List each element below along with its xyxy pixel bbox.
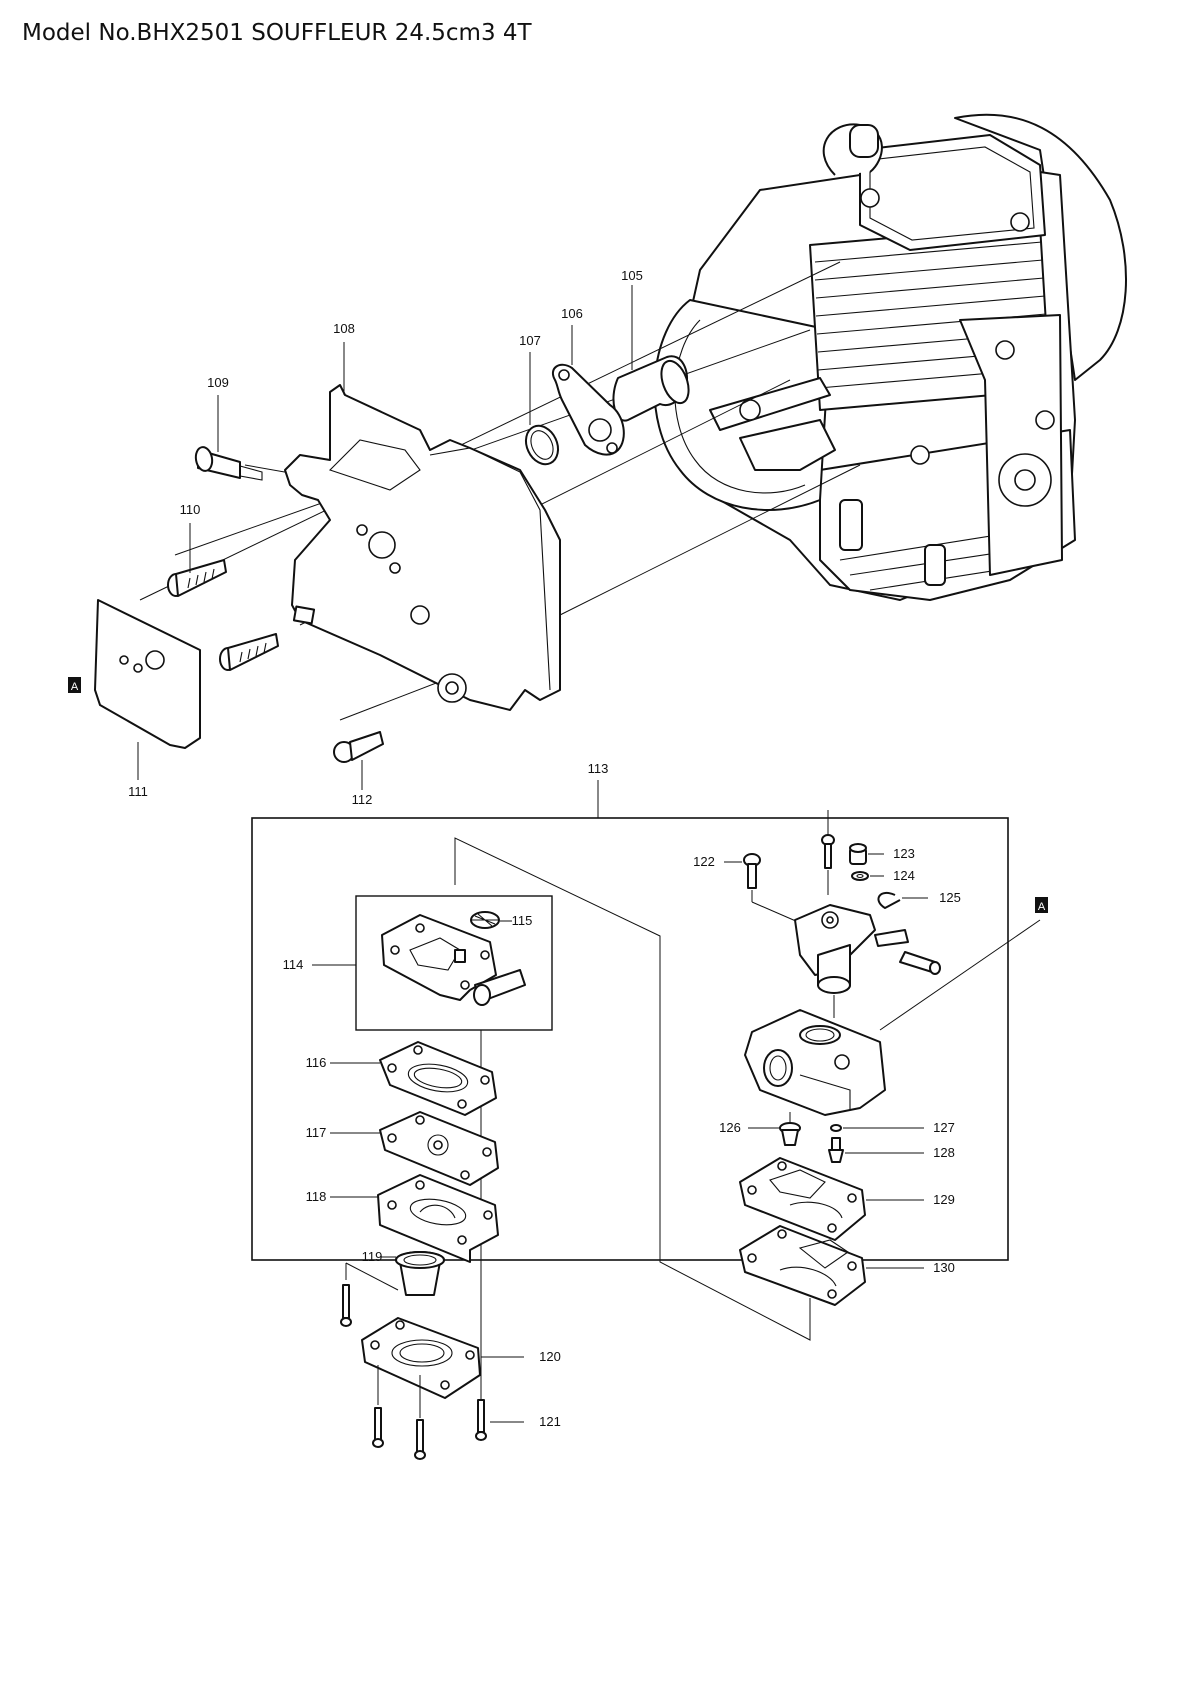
part-122-screw <box>724 853 806 926</box>
sub-kit-frame-114 <box>355 895 553 1031</box>
label-129: 129 <box>933 1192 955 1207</box>
label-111: 111 <box>128 784 148 799</box>
carburetor-kit-frame <box>251 817 1009 1261</box>
label-123: 123 <box>893 846 915 861</box>
part-119-primer-cup <box>380 1251 445 1296</box>
part-108-bracket <box>284 342 561 711</box>
part-124-washer <box>851 871 884 881</box>
label-121: 121 <box>539 1414 561 1429</box>
label-122: 122 <box>693 854 715 869</box>
part-114-pump-body <box>312 914 526 1006</box>
label-108: 108 <box>333 321 355 336</box>
part-106-gasket <box>552 325 625 456</box>
label-116: 116 <box>306 1055 327 1070</box>
label-118: 118 <box>306 1189 327 1204</box>
part-110-screw <box>167 523 227 597</box>
part-127-o-ring <box>830 1124 924 1132</box>
screw-upper-left <box>219 633 279 671</box>
carburetor-body <box>744 919 1041 1125</box>
label-125: 125 <box>939 890 961 905</box>
label-115: 115 <box>512 913 533 928</box>
part-121-screws <box>340 1262 524 1460</box>
label-128: 128 <box>933 1145 955 1160</box>
label-119: 119 <box>362 1249 383 1264</box>
label-109: 109 <box>207 375 229 390</box>
part-109-bolt <box>194 395 263 481</box>
label-112: 112 <box>352 792 373 807</box>
part-129-metering-plate <box>739 1157 924 1241</box>
label-124: 124 <box>893 868 915 883</box>
label-107: 107 <box>519 333 541 348</box>
label-127: 127 <box>933 1120 955 1135</box>
throttle-screw-top <box>821 810 835 895</box>
reference-marker-right: A <box>1035 897 1048 913</box>
part-126-plug <box>748 1122 801 1146</box>
part-111-gasket <box>94 599 201 780</box>
label-126: 126 <box>719 1120 741 1135</box>
label-106: 106 <box>561 306 583 321</box>
part-115-filter-screen <box>470 911 512 929</box>
label-130: 130 <box>933 1260 955 1275</box>
reference-marker-left: A <box>68 677 81 693</box>
throttle-lever-assembly <box>794 904 941 1018</box>
part-116-gasket <box>330 1041 497 1116</box>
label-105: 105 <box>621 268 643 283</box>
label-113: 113 <box>588 761 609 776</box>
part-107-o-ring <box>524 352 560 466</box>
part-number-labels: 105 106 107 108 109 110 111 112 113 114 … <box>128 268 961 1429</box>
svg-text:A: A <box>1038 901 1046 913</box>
part-117-diaphragm <box>330 1111 499 1186</box>
part-125-clip <box>877 891 928 909</box>
engine-assembly <box>653 113 1128 601</box>
label-120: 120 <box>539 1349 561 1364</box>
part-112-bolt <box>333 731 384 790</box>
label-110: 110 <box>180 502 201 517</box>
part-128-needle <box>828 1137 924 1163</box>
svg-text:A: A <box>71 681 79 693</box>
part-118-pump-cover <box>330 1174 499 1263</box>
page-title: Model No.BHX2501 SOUFFLEUR 24.5cm3 4T <box>22 20 532 46</box>
part-123-cap <box>849 843 884 865</box>
part-130-metering-gasket <box>739 1225 924 1306</box>
label-114: 114 <box>283 957 304 972</box>
label-117: 117 <box>306 1125 327 1140</box>
part-120-cover-plate <box>361 1317 524 1399</box>
